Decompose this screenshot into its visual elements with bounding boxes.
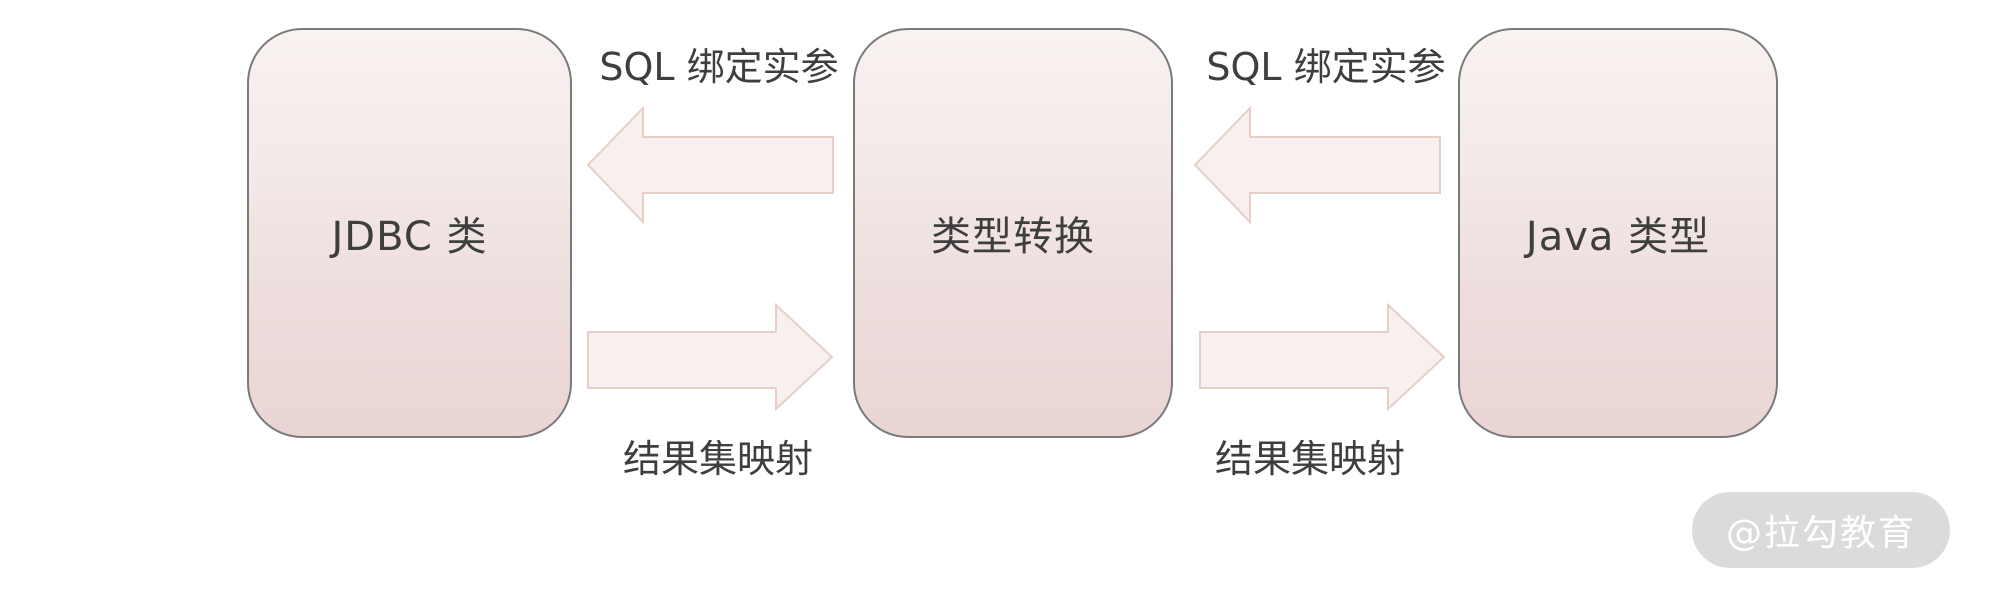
flow-label-sql-bind-1: SQL 绑定实参 [599, 45, 839, 89]
watermark-badge: @拉勾教育 [1692, 492, 1950, 568]
left-arrow-icon [1193, 106, 1441, 224]
right-arrow-icon [1199, 303, 1446, 411]
node-jdbc-type-label: JDBC 类 [331, 214, 488, 260]
left-arrow-icon [586, 106, 834, 224]
node-jdbc-type: JDBC 类 [247, 28, 572, 438]
node-type-conversion-label: 类型转换 [931, 214, 1095, 260]
flow-label-resultset-map-1: 结果集映射 [622, 437, 813, 481]
flow-label-resultset-map-2: 结果集映射 [1214, 437, 1405, 481]
flow-label-sql-bind-2: SQL 绑定实参 [1206, 45, 1446, 89]
node-java-type: Java 类型 [1458, 28, 1778, 438]
right-arrow-icon [587, 303, 834, 411]
node-type-conversion: 类型转换 [853, 28, 1173, 438]
node-java-type-label: Java 类型 [1525, 214, 1711, 260]
watermark-text: @拉勾教育 [1725, 513, 1916, 554]
